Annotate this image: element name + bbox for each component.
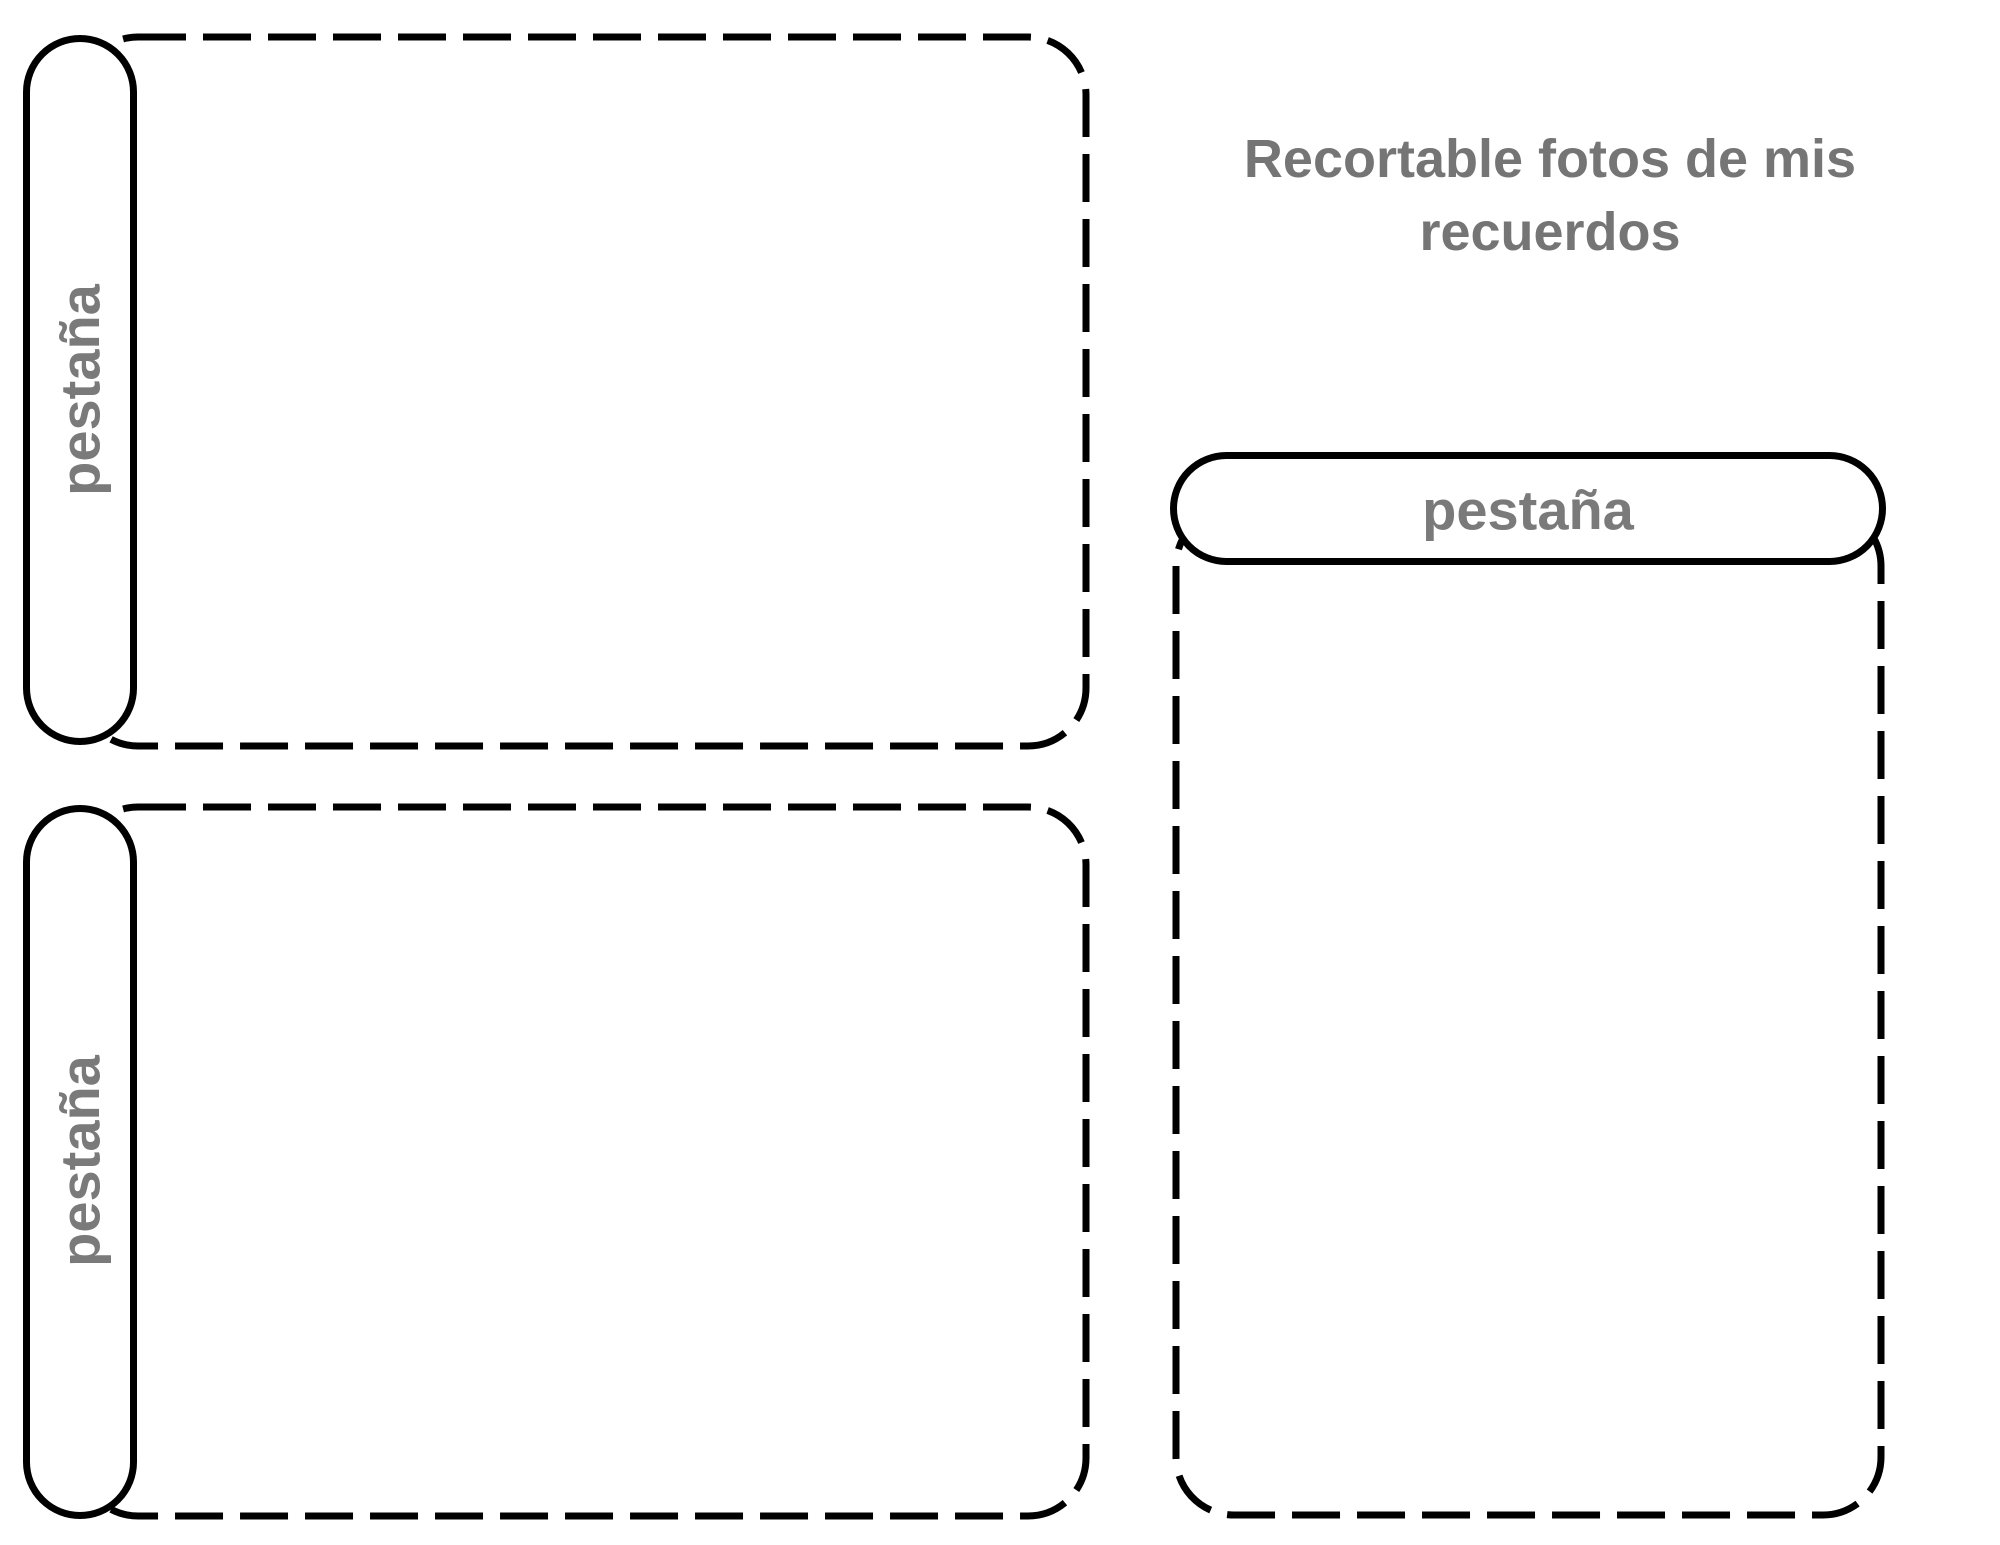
cutline-frame-top-left xyxy=(76,33,1090,750)
tab-outline-top-left xyxy=(23,35,137,745)
tab-outline-bottom-left xyxy=(23,805,137,1519)
tab-label-top-left: pestaña xyxy=(48,284,112,496)
cutline-frame-bottom-left xyxy=(76,803,1090,1520)
tab-label-bottom-left: pestaña xyxy=(48,1055,112,1267)
tab-outline-right xyxy=(1170,452,1886,565)
tab-label-right: pestaña xyxy=(1422,478,1634,542)
page-title: Recortable fotos de mis recuerdos xyxy=(1243,129,1857,262)
cutline-frame-right xyxy=(1172,504,1885,1519)
